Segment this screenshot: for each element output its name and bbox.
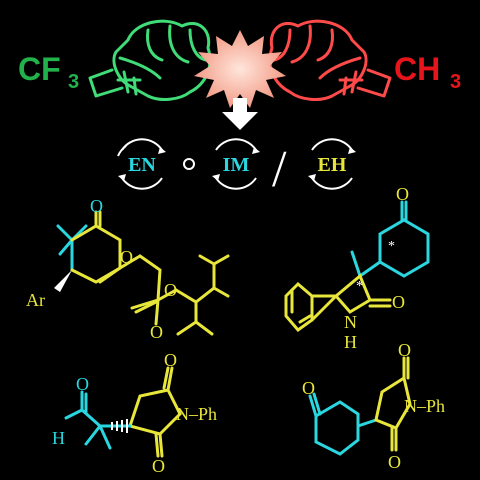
green-fist-icon xyxy=(88,19,212,101)
n-phenyl-label-1: N–Ph xyxy=(176,404,217,424)
cyclohexanone-o-bottom: O xyxy=(302,378,315,398)
svg-text:CF: CF xyxy=(18,51,61,87)
clash-burst-icon xyxy=(194,30,286,108)
oxindole-n: N xyxy=(344,312,357,332)
svg-text:EN: EN xyxy=(128,154,156,176)
mode-en-badge: EN xyxy=(117,138,166,190)
svg-text:EH: EH xyxy=(318,154,347,176)
ketone-o-right: O xyxy=(396,184,409,204)
ch3-label: CH 3 xyxy=(394,51,461,93)
molecule-succinimide-cyclohexanone xyxy=(308,356,412,456)
down-arrow-icon xyxy=(222,98,258,130)
oxindole-h: H xyxy=(344,332,357,352)
aldehyde-h: H xyxy=(52,428,65,448)
molecule-dihydropyranone xyxy=(54,210,230,336)
succinimide-o-top: O xyxy=(164,350,177,370)
n-phenyl-label-2: N–Ph xyxy=(404,396,445,416)
mode-separator-dot xyxy=(183,158,195,170)
ring-oxygen-o: O xyxy=(120,247,133,267)
mode-eh-badge: EH xyxy=(308,138,356,190)
red-fist-icon xyxy=(268,19,392,101)
succinimide-o-bottom: O xyxy=(152,456,165,476)
mode-slash: / xyxy=(272,141,287,198)
svg-text:3: 3 xyxy=(450,71,461,93)
mode-im-badge: IM xyxy=(212,138,260,190)
aryl-label: Ar xyxy=(26,290,45,310)
cf3-label: CF 3 xyxy=(18,51,79,93)
ester-carbonyl-o: O xyxy=(150,322,163,342)
succinimide-o-bottom-2: O xyxy=(388,452,401,472)
carbonyl-o-1: O xyxy=(90,196,103,216)
stereocenter-star-1: * xyxy=(388,239,395,254)
succinimide-o-top-2: O xyxy=(398,340,411,360)
molecule-succinimide-aldehyde xyxy=(64,366,182,458)
svg-text:IM: IM xyxy=(223,154,250,176)
svg-text:CH: CH xyxy=(394,51,440,87)
oxindole-carbonyl-o: O xyxy=(392,292,405,312)
aldehyde-o: O xyxy=(76,374,89,394)
stereocenter-star-2: * xyxy=(356,279,363,294)
hashed-bond-1 xyxy=(111,419,128,433)
ester-oxygen-o: O xyxy=(164,280,177,300)
svg-text:3: 3 xyxy=(68,71,79,93)
molecule-oxindole xyxy=(284,200,430,333)
